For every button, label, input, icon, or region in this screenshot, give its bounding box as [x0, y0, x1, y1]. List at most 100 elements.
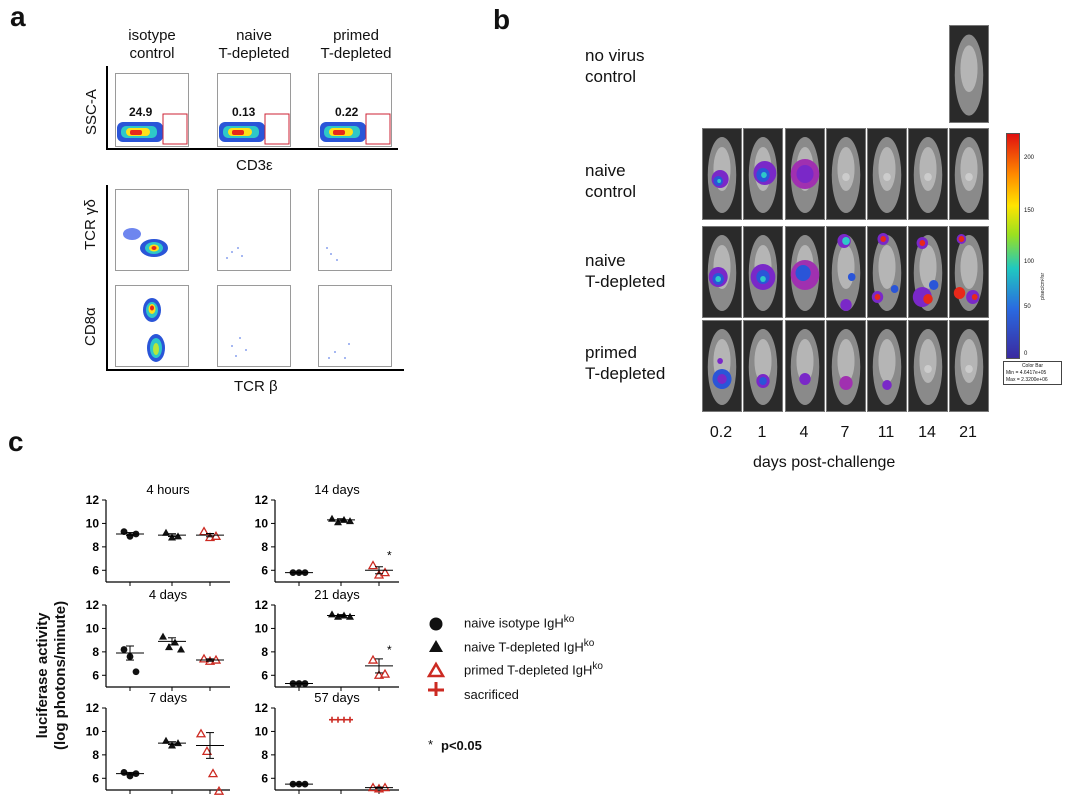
- data-point-5-1-1: [335, 716, 341, 723]
- mouse-image-row3-day-21: [949, 320, 989, 412]
- day-label-0.2: 0.2: [709, 424, 733, 441]
- axis-line-tcrb: [106, 369, 404, 371]
- y-tick-label-2-10: 10: [86, 724, 100, 738]
- colorbar-tick-100: 100: [1024, 259, 1035, 265]
- data-point-4-1-3: [346, 612, 354, 620]
- mouse-image-row1-day-14: [908, 128, 948, 220]
- mouse-image-row1-day-7: [826, 128, 866, 220]
- gate-value-naive: 0.13: [232, 105, 256, 119]
- xlabel-cd3: CD3ε: [236, 157, 273, 174]
- mouse-image-row1-day-0.2: [702, 128, 742, 220]
- legend-item-naive-isotype: naive isotype IgHko: [464, 614, 575, 631]
- colorbar-gradient: [1006, 133, 1020, 359]
- data-point-1-1-0: [159, 632, 167, 640]
- axis-line-tcr-rows: [106, 185, 108, 371]
- facs-plot-tcrgd-isotype: [115, 189, 189, 271]
- data-point-2-2-3: [213, 785, 225, 795]
- data-point-0-1-2: [174, 532, 182, 540]
- mouse-image-row3-day-7: [826, 320, 866, 412]
- plot-title-2: 7 days: [149, 690, 188, 705]
- facs-density-cd3-naive: [219, 113, 290, 145]
- y-tick-label-5-12: 12: [255, 701, 269, 715]
- plot-title-1: 4 days: [149, 587, 188, 602]
- data-point-3-1-1: [334, 518, 342, 526]
- mouse-image-row2-day-11: [867, 226, 907, 318]
- footnote-significance: p<0.05: [441, 738, 482, 753]
- data-point-0-0-1: [126, 532, 134, 540]
- data-point-1-1-3: [177, 645, 185, 653]
- colorbar-tick-50: 50: [1024, 304, 1031, 310]
- data-point-0-0-0: [120, 528, 128, 536]
- y-tick-label-2-12: 12: [86, 701, 100, 715]
- legend-markers: [426, 617, 446, 696]
- mouse-image-row3-day-4: [785, 320, 825, 412]
- data-point-5-1-3: [347, 716, 353, 723]
- row-label-naive-tdepleted: naive T-depleted: [585, 251, 666, 291]
- axis-line-ssc: [106, 66, 108, 150]
- plot-title-3: 14 days: [314, 482, 360, 497]
- mouse-image-row2-day-21: [949, 226, 989, 318]
- mouse-image-row3-day-11: [867, 320, 907, 412]
- mouse-image-row1-day-4: [785, 128, 825, 220]
- mouse-image-row3-day-14: [908, 320, 948, 412]
- y-tick-label-1-8: 8: [92, 645, 99, 659]
- facs-plot-cd8-primed: [318, 285, 392, 367]
- data-point-4-2-0: [367, 654, 379, 664]
- day-label-11: 11: [877, 424, 895, 441]
- ylabel-tcrgd: TCR γδ: [82, 199, 99, 250]
- mouse-image-row2-day-4: [785, 226, 825, 318]
- y-tick-label-3-10: 10: [255, 516, 269, 530]
- mouse-image-no-virus: [949, 25, 989, 123]
- facs-plot-cd8-isotype: [115, 285, 189, 367]
- y-tick-label-3-8: 8: [261, 540, 268, 554]
- data-point-3-2-0: [367, 560, 379, 570]
- mouse-image-row2-day-14: [908, 226, 948, 318]
- data-point-0-2-2: [210, 531, 222, 540]
- mouse-image-row1-day-11: [867, 128, 907, 220]
- y-tick-label-0-8: 8: [92, 540, 99, 554]
- mouse-image-row2-day-1: [743, 226, 783, 318]
- axis-line-cd3: [106, 148, 398, 150]
- panel-c-label: c: [8, 426, 24, 457]
- data-point-2-1-2: [174, 739, 182, 747]
- data-point-3-2-2: [379, 567, 391, 577]
- y-tick-label-5-8: 8: [261, 748, 268, 762]
- day-label-4: 4: [799, 424, 809, 441]
- colorbar-info-box: Color Bar Min = 4.6417e+05 Max = 2.3200e…: [1003, 361, 1062, 385]
- data-point-1-0-0: [120, 646, 128, 653]
- plot-title-0: 4 hours: [146, 482, 190, 497]
- plot-title-5: 57 days: [314, 690, 360, 705]
- row-label-naive-control: naive control: [585, 161, 637, 201]
- y-tick-label-3-6: 6: [261, 563, 268, 577]
- y-tick-label-2-8: 8: [92, 748, 99, 762]
- panel-b-label: b: [493, 4, 511, 35]
- data-point-5-1-2: [341, 716, 347, 723]
- y-tick-label-1-6: 6: [92, 668, 99, 682]
- xlabel-tcrb: TCR β: [234, 378, 278, 395]
- day-label-14: 14: [918, 424, 936, 441]
- data-point-1-0-2: [132, 668, 140, 676]
- mouse-image-row1-day-1: [743, 128, 783, 220]
- ylabel-ssc: SSC-A: [83, 89, 100, 135]
- data-point-2-2-0: [195, 728, 207, 738]
- data-point-4-2-1: [373, 669, 385, 679]
- facs-plot-cd3-primed: [318, 73, 392, 147]
- data-point-0-2-0: [198, 526, 210, 536]
- facs-density-cd8-primed: [328, 343, 350, 359]
- mouse-image-row2-day-7: [826, 226, 866, 318]
- column-title-primed: primed T-depleted: [320, 27, 392, 62]
- significance-star-4: *: [387, 643, 392, 657]
- panel-a-label: a: [10, 1, 26, 32]
- y-tick-label-5-10: 10: [255, 724, 269, 738]
- mouse-image-row1-day-21: [949, 128, 989, 220]
- facs-density-cd8-naive: [231, 337, 247, 357]
- facs-density-tcrgd-primed: [326, 247, 338, 261]
- data-point-2-2-1: [201, 746, 213, 755]
- y-tick-label-4-10: 10: [255, 621, 269, 635]
- facs-plot-cd8-naive: [217, 285, 291, 367]
- legend-item-naive-tdepleted: naive T-depleted IgHko: [464, 638, 595, 655]
- data-point-1-1-1: [165, 643, 173, 651]
- y-tick-label-4-12: 12: [255, 598, 269, 612]
- row-label-primed-tdepleted: primed T-depleted: [585, 343, 666, 383]
- data-point-1-1-2: [171, 638, 179, 646]
